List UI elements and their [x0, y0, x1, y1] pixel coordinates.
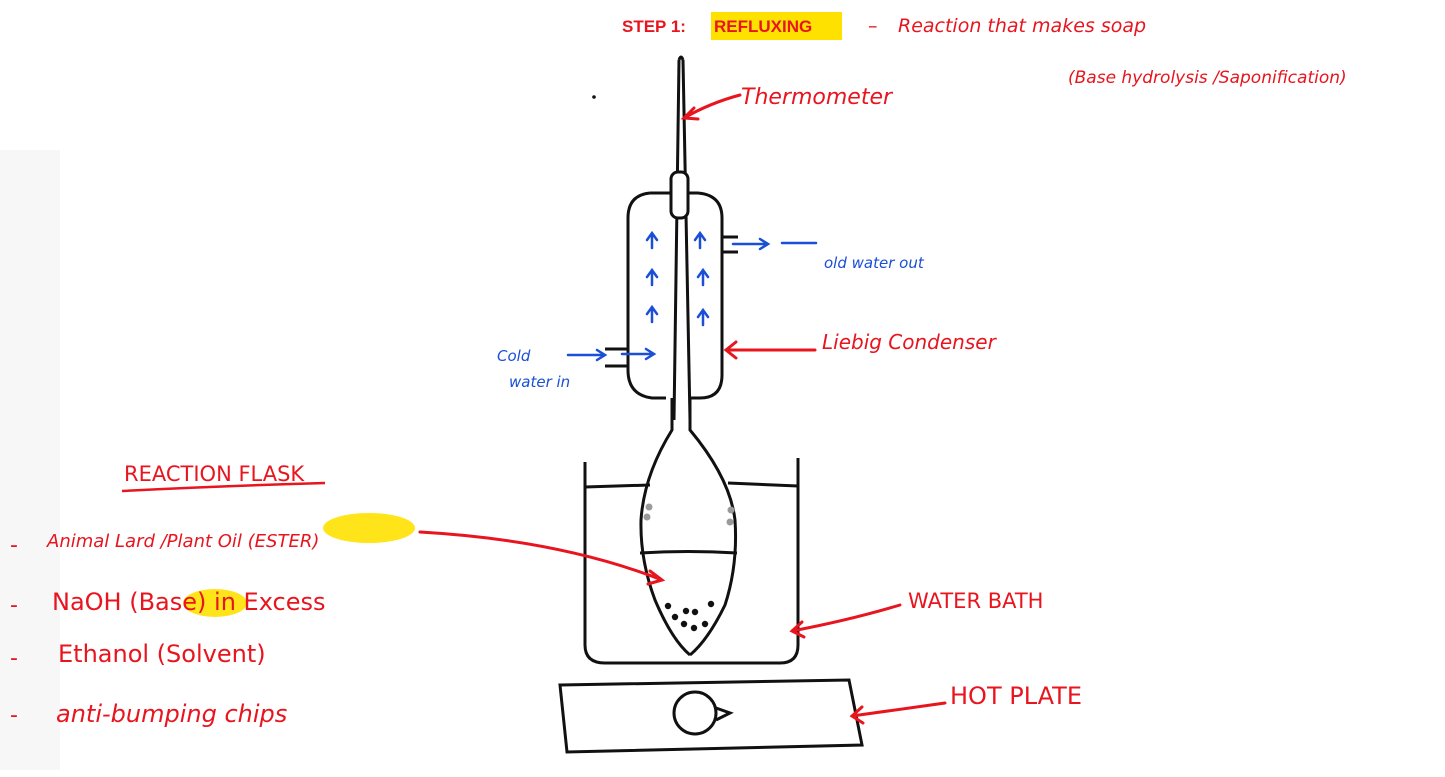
- title-subtitle: (Base hydrolysis /Saponification): [1068, 68, 1347, 88]
- diagram-title: STEP 1: REFLUXING – Reaction that makes …: [622, 12, 1347, 88]
- water-surface-right: [727, 481, 799, 488]
- coolant-flow-arrows: [566, 230, 818, 362]
- water-inlet-pipe: [605, 347, 628, 368]
- label-arrows: [418, 93, 947, 725]
- list-item-1-highlight: ESTER: [255, 531, 313, 552]
- flow-arrow-left-2: [645, 267, 659, 287]
- hot-plate-dial-pointer: [715, 706, 734, 722]
- flow-arrow-right-3: [696, 307, 710, 327]
- flow-arrow-left-1: [645, 230, 659, 250]
- water-surface-left: [584, 483, 651, 489]
- liebig-condenser: [605, 191, 738, 400]
- droplet: [643, 513, 651, 521]
- condenser-label: Liebig Condenser: [822, 330, 998, 354]
- flask-contents-heading: REACTION FLASK: [124, 462, 305, 486]
- list-item-4-text: anti-bumping chips: [56, 700, 287, 728]
- hot-plate: [558, 678, 864, 754]
- hot-plate-arrow: [849, 701, 947, 725]
- water-outlet-pipe: [722, 235, 738, 254]
- list-item-2-after: ) in Excess: [197, 588, 325, 616]
- list-item-4-bullet: -: [10, 703, 18, 728]
- chip: [680, 620, 688, 628]
- reaction-flask: [639, 398, 738, 657]
- droplet: [727, 506, 735, 514]
- thermometer-stopper: [669, 170, 690, 220]
- flow-arrow-left-3: [645, 304, 659, 324]
- title-description: Reaction that makes soap: [898, 15, 1146, 37]
- flask-arrow: [418, 530, 666, 586]
- condenser-right-jacket: [690, 191, 724, 400]
- list-item-2-bullet: -: [10, 593, 18, 618]
- list-item-2-highlight: Base: [139, 588, 197, 616]
- heading-underline: [121, 481, 326, 493]
- anti-bumping-chips: [643, 503, 735, 632]
- thermometer-label: Thermometer: [741, 85, 894, 110]
- chip: [707, 600, 715, 608]
- thermometer-arrow: [680, 93, 742, 121]
- droplet: [645, 503, 653, 511]
- title-step-label: STEP 1:: [622, 17, 686, 36]
- ester-highlight: [323, 513, 415, 543]
- list-item-1-after: ): [310, 531, 319, 552]
- flask-liquid-level: [639, 550, 738, 555]
- flask-right-wall: [688, 398, 738, 657]
- water-in-arrow: [566, 348, 608, 362]
- thermometer-right-edge: [681, 59, 692, 421]
- list-item-2-before: NaOH (: [52, 588, 139, 616]
- chip: [691, 608, 699, 616]
- list-item-3-bullet: -: [10, 646, 18, 671]
- flask-contents-list: REACTION FLASK - Animal Lard /Plant Oil …: [10, 462, 415, 728]
- thermometer-tip: [677, 55, 685, 61]
- water-in-label-line1: Cold: [497, 347, 531, 365]
- chip: [682, 607, 690, 615]
- water-out-arrow: [731, 237, 771, 251]
- hot-plate-label: HOT PLATE: [950, 682, 1082, 710]
- chip: [701, 620, 709, 628]
- title-dash: –: [868, 15, 878, 37]
- thermometer-left-edge: [672, 59, 681, 421]
- list-item-1-bullet: -: [10, 533, 18, 558]
- chip: [690, 624, 698, 632]
- water-bath: [583, 458, 800, 665]
- hot-plate-body: [558, 678, 864, 754]
- keyword-highlight: [711, 12, 842, 40]
- stray-mark: [592, 95, 596, 99]
- hot-plate-dial: [672, 690, 718, 736]
- condenser-arrow: [723, 340, 817, 360]
- list-item-2-text: NaOH (Base) in Excess: [52, 588, 325, 616]
- flask-left-wall: [639, 398, 691, 657]
- page-margin-shade: [0, 150, 60, 770]
- flow-arrow-right-2: [696, 267, 710, 287]
- base-highlight: [183, 589, 247, 617]
- water-in-arrow-inner: [620, 347, 657, 361]
- list-item-3-text: Ethanol (Solvent): [58, 640, 266, 668]
- condenser-left-jacket: [626, 191, 666, 400]
- water-bath-container: [583, 458, 800, 665]
- flow-arrow-right-1: [693, 230, 707, 250]
- water-out-label: old water out: [824, 254, 925, 272]
- water-in-label-line2: water in: [509, 373, 570, 391]
- water-bath-label: WATER BATH: [908, 589, 1043, 613]
- droplet: [726, 518, 734, 526]
- chip: [671, 613, 679, 621]
- list-item-1-text: Animal Lard /Plant Oil (ESTER): [46, 531, 319, 552]
- thermometer: [669, 55, 692, 421]
- chip: [664, 602, 672, 610]
- water-bath-arrow: [789, 603, 902, 639]
- list-item-1-before: Animal Lard /Plant Oil (: [46, 531, 256, 552]
- title-keyword: REFLUXING: [714, 17, 812, 36]
